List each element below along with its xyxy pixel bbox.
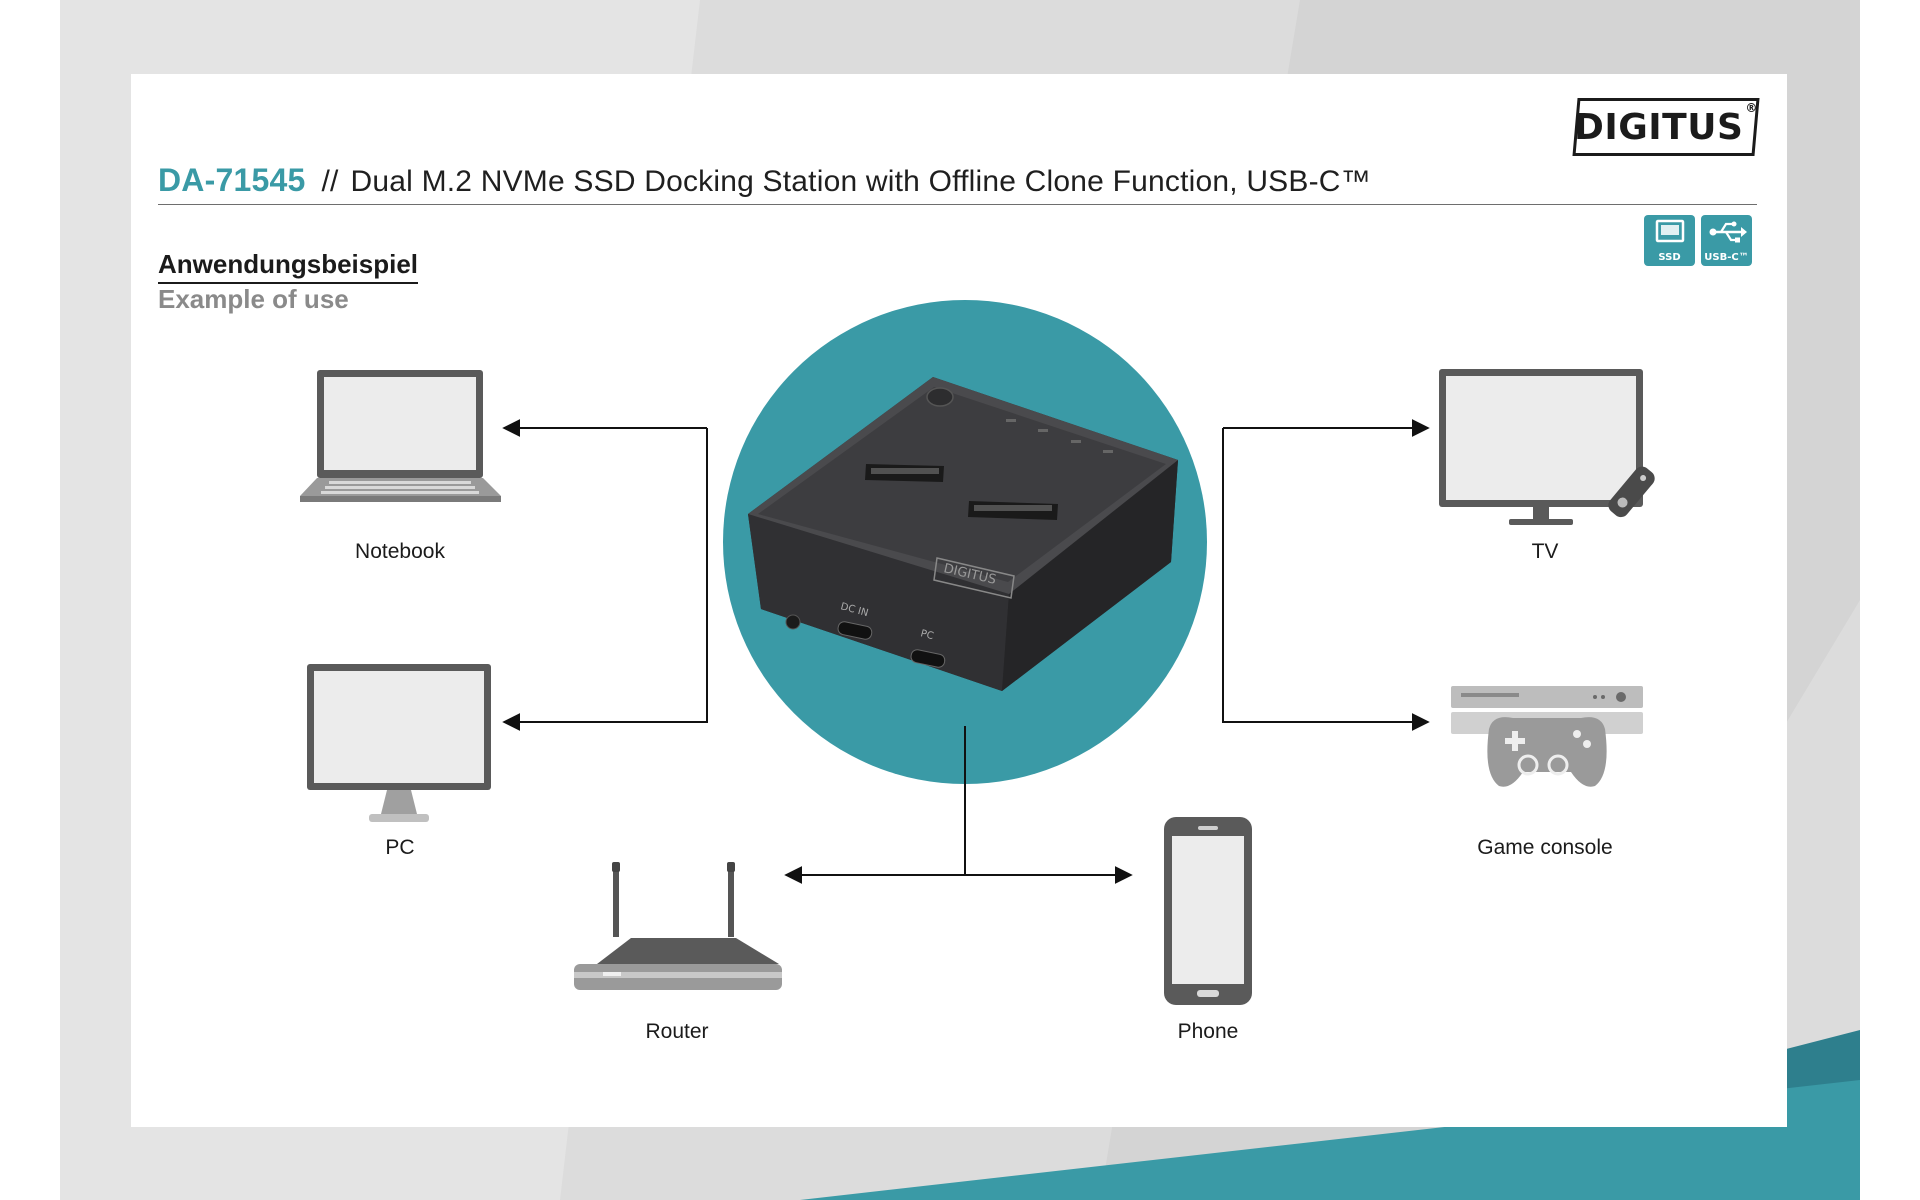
tv-icon: [1439, 369, 1655, 525]
label-pc: PC: [385, 836, 415, 859]
section-title-de: Anwendungsbeispiel: [158, 249, 419, 284]
pc-monitor-icon: [307, 664, 491, 822]
dock-port-pc-label: PC: [919, 628, 934, 642]
section-title-en: Example of use: [158, 284, 349, 314]
label-game-console: Game console: [1477, 836, 1613, 859]
content-card: DIGITUS® DA-71545//Dual M.2 NVMe SSD Doc…: [131, 74, 1787, 1127]
product-title: Dual M.2 NVMe SSD Docking Station with O…: [350, 165, 1371, 198]
connection-lines: [502, 419, 1430, 884]
usage-diagram: DIGITUS DC IN PC: [300, 300, 1655, 1005]
label-phone: Phone: [1177, 1020, 1239, 1043]
game-console-icon: [1451, 686, 1643, 787]
title-separator: //: [321, 165, 339, 198]
notebook-icon: [300, 370, 501, 502]
arrow-to-pc: [502, 428, 708, 731]
phone-icon: [1164, 817, 1252, 1005]
arrow-to-game-console: [1222, 428, 1430, 731]
label-router: Router: [645, 1020, 709, 1043]
page-title: DA-71545 // Dual M.2 NVMe SSD Docking Stat…: [158, 162, 1371, 199]
label-notebook: Notebook: [355, 540, 445, 563]
label-tv: TV: [1531, 540, 1559, 563]
ssd-badge-label: SSD: [1658, 252, 1681, 263]
router-icon: [574, 862, 782, 990]
docking-station-image: DIGITUS DC IN PC: [748, 377, 1178, 691]
ssd-badge: SSD: [1644, 215, 1695, 266]
usb-icon: [1701, 219, 1752, 250]
usb-c-badge: USB-C™: [1701, 215, 1752, 266]
usb-c-badge-label: USB-C™: [1704, 252, 1749, 263]
model-number: DA-71545: [158, 162, 306, 198]
header-divider: [158, 204, 1757, 205]
ssd-icon: [1644, 219, 1695, 250]
